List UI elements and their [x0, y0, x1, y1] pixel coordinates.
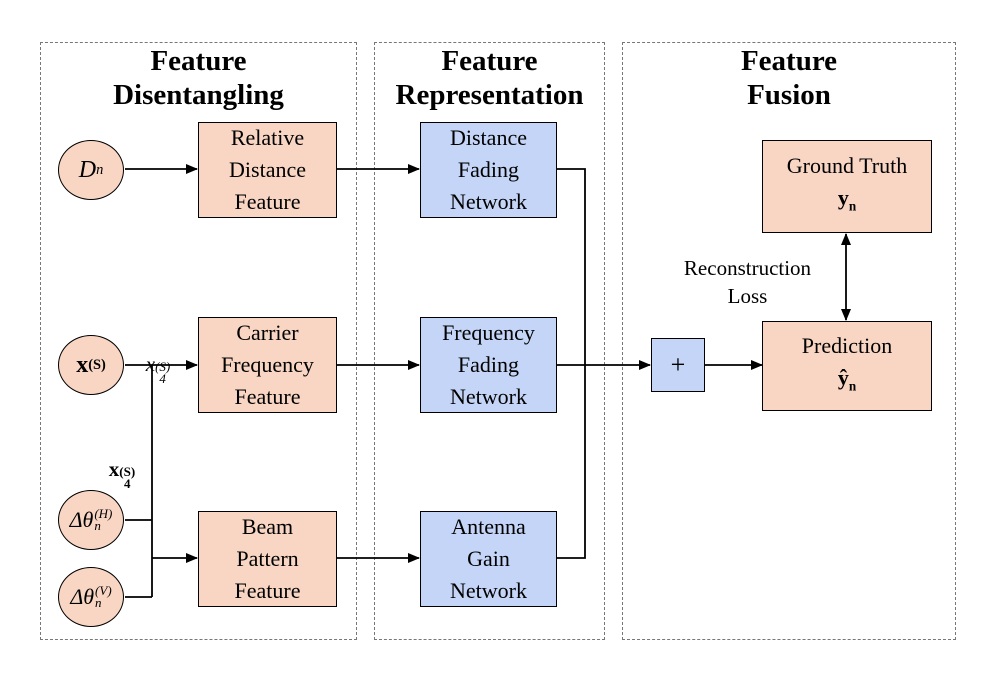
relative-distance-feature-box: Relative Distance Feature: [198, 122, 337, 218]
panel-feature-fusion: [622, 42, 956, 640]
theta-v-subscript: n: [95, 595, 102, 610]
x4-bold-symbol: x: [108, 457, 120, 481]
y-hat-symbol: ŷ: [837, 364, 849, 390]
antenna-gain-network-box: Antenna Gain Network: [420, 511, 557, 607]
line-antenna-network-out: [557, 365, 586, 559]
theta-v-symbol: Δθ: [70, 584, 95, 609]
x-symbol: x: [76, 351, 89, 378]
x4-italic-subscript: 4: [159, 371, 166, 386]
x4-italic-superscript: (S): [155, 359, 171, 374]
dn-subscript: n: [96, 161, 104, 178]
frequency-fading-network-box: Frequency Fading Network: [420, 317, 557, 413]
dn-symbol: D: [78, 156, 97, 183]
ground-truth-box: Ground Truth yn: [762, 140, 932, 233]
input-x-s-node: x(S): [58, 335, 124, 395]
title-feature-fusion: Feature Fusion: [740, 45, 838, 111]
title-feature-disentangling: Feature Disentangling: [113, 45, 284, 111]
reconstruction-loss-label: Reconstruction Loss: [683, 256, 812, 308]
theta-h-symbol: Δθ: [69, 507, 94, 532]
line-distance-network-out: [557, 168, 586, 365]
ground-truth-symbol: yn: [838, 182, 856, 222]
ground-truth-label: Ground Truth: [786, 153, 908, 179]
plus-sum-node: +: [651, 338, 705, 392]
panel-feature-representation: [374, 42, 605, 640]
label-x4-bold: x(S)4: [102, 427, 142, 490]
prediction-symbol: ŷn: [838, 362, 856, 402]
x4-bold-superscript: (S): [119, 464, 136, 479]
prediction-box: Prediction ŷn: [762, 321, 932, 411]
x-superscript: (S): [88, 356, 106, 373]
x4-italic-symbol: x: [145, 352, 156, 376]
distance-fading-network-box: Distance Fading Network: [420, 122, 557, 218]
theta-h-subscript: n: [94, 518, 101, 533]
input-theta-h-node: Δθ(H)n: [58, 490, 124, 550]
beam-pattern-feature-box: Beam Pattern Feature: [198, 511, 337, 607]
panel-feature-disentangling: [40, 42, 357, 640]
y-hat-subscript: n: [848, 378, 857, 394]
x4-bold-subscript: 4: [123, 476, 131, 491]
y-symbol: y: [837, 185, 849, 211]
input-theta-v-node: Δθ(V)n: [58, 567, 124, 627]
prediction-label: Prediction: [801, 332, 893, 358]
theta-h-superscript: (H): [94, 506, 113, 521]
label-x4-italic: x(S)4: [138, 322, 178, 385]
theta-v-superscript: (V): [95, 583, 112, 598]
title-feature-representation: Feature Representation: [395, 45, 584, 111]
y-subscript: n: [848, 198, 857, 214]
carrier-frequency-feature-box: Carrier Frequency Feature: [198, 317, 337, 413]
